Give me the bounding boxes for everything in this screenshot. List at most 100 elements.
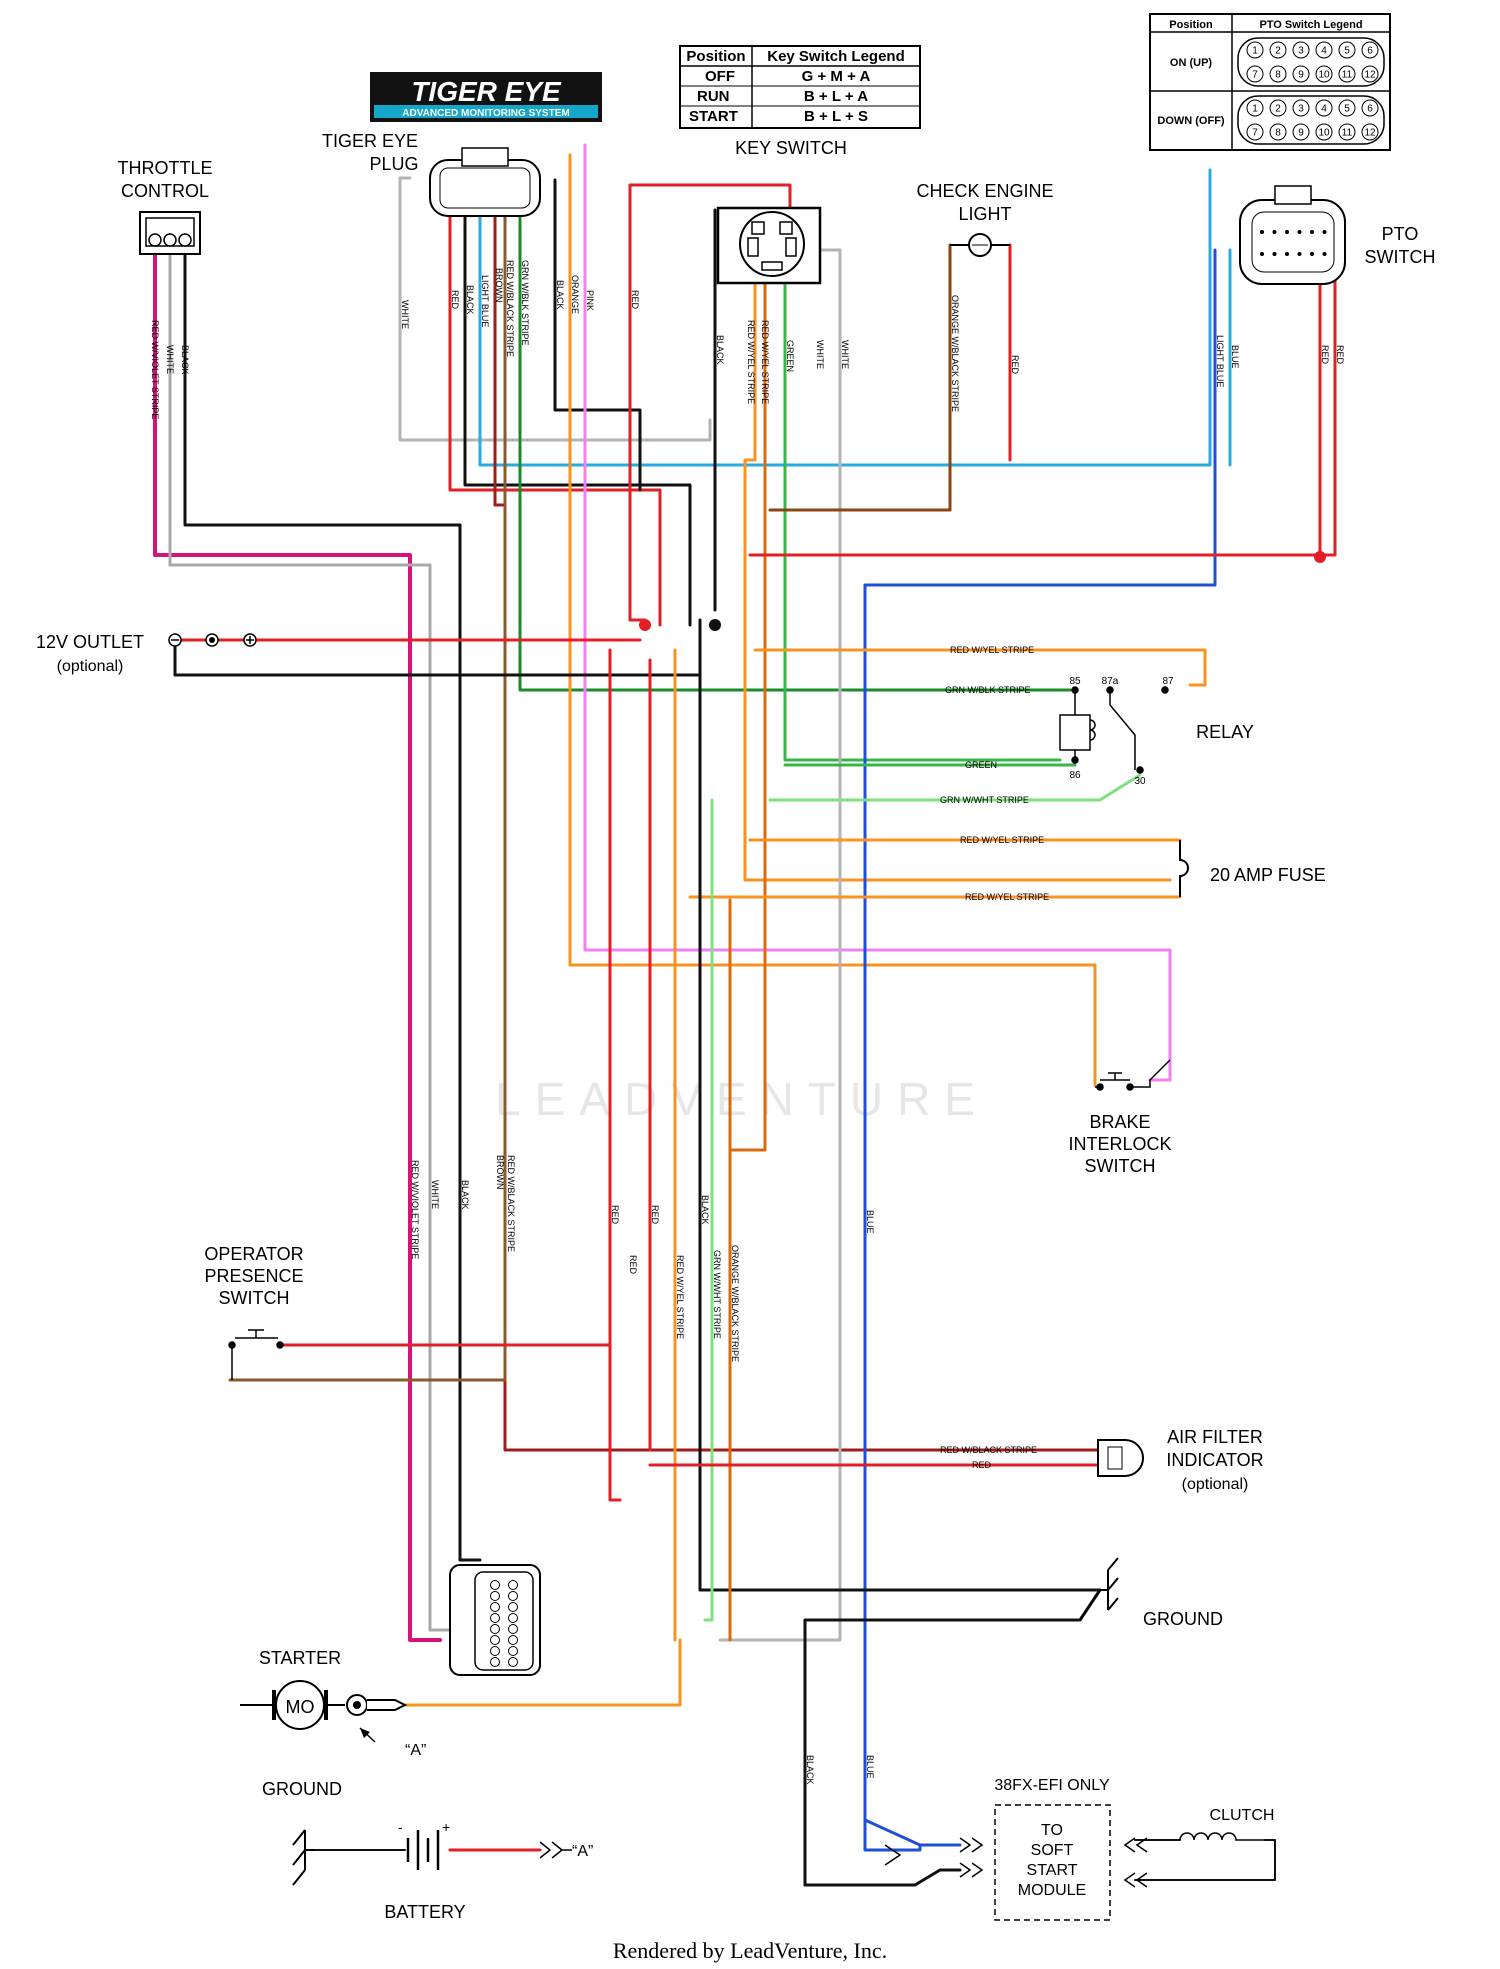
soft-start-label-4: MODULE: [1018, 1882, 1086, 1899]
wire-label-grn-wht-low: GRN W/WHT STRIPE: [712, 1250, 722, 1339]
wire-label-red-light: RED: [1010, 355, 1020, 375]
tiger-plug-label-2: PLUG: [369, 154, 418, 174]
wire-label-white-key2: WHITE: [840, 340, 850, 369]
wire-label-relay-85: GRN W/BLK STRIPE: [945, 685, 1031, 695]
pto-pin-circle: [1315, 41, 1333, 59]
wire-label-black-top: BLACK: [180, 345, 190, 375]
ground-right-label: GROUND: [1143, 1609, 1223, 1629]
wire-label-red-low-b: RED: [628, 1255, 638, 1275]
tiger-eye-plug: [429, 147, 541, 217]
harness-pin: [508, 1580, 518, 1590]
harness-pin: [490, 1602, 500, 1612]
svg-text:+: +: [442, 1819, 450, 1835]
key-legend-val-start: B + L + S: [804, 108, 868, 125]
wire-soft-black: [803, 1868, 962, 1887]
wire-label-relay-86: GREEN: [965, 760, 997, 770]
pto-pin-circle: [1315, 123, 1333, 141]
wire-label-red-blk-plug: RED W/BLACK STRIPE: [505, 260, 515, 357]
key-switch-legend-table: Position Key Switch Legend OFF G + M + A…: [679, 45, 921, 129]
wire-white-throttle: [168, 238, 452, 1632]
pto-pin-circle: [1246, 65, 1264, 83]
pto-pin-label: 10: [1318, 128, 1330, 139]
air-filter-indicator: [1097, 1439, 1144, 1477]
wire-black-trunk: [698, 618, 1102, 1592]
pto-pin-label: 3: [1298, 104, 1304, 115]
pto-pin-label: 12: [1364, 128, 1376, 139]
wire-label-blue-ground: BLUE: [865, 1755, 875, 1779]
wire-ground-black: [803, 1588, 1102, 1887]
soft-start-label-3: START: [1027, 1862, 1078, 1879]
wire-label-white-low: WHITE: [430, 1180, 440, 1209]
pto-red-junction: [1314, 551, 1326, 563]
key-legend-pos-start: START: [689, 108, 738, 125]
harness-pin: [508, 1657, 518, 1667]
pto-switch-terminal: [1260, 230, 1264, 234]
pto-pin-label: 5: [1344, 46, 1350, 57]
soft-start-label-2: SOFT: [1031, 1842, 1074, 1859]
relay: [1059, 686, 1169, 774]
battery-ref: “A”: [572, 1843, 593, 1860]
wire-label-red-violet-low: RED W/VIOLET STRIPE: [410, 1160, 420, 1259]
key-switch: [716, 206, 822, 285]
pto-switch-label-1: PTO: [1382, 224, 1419, 244]
motor-text: MO: [286, 1697, 315, 1717]
wire-label-black-plug: BLACK: [465, 285, 475, 315]
pto-pin-circle: [1269, 41, 1287, 59]
wire-label-pink: PINK: [585, 290, 595, 311]
wire-red-yel-key: [743, 268, 1172, 882]
wire-green-key: [783, 268, 1062, 762]
wire-label-red-yel-key-a: RED W/YEL STRIPE: [746, 320, 756, 404]
wire-grn-wht-trunk: [703, 798, 714, 1622]
pto-pin-circle: [1292, 123, 1310, 141]
wire-soft-blue: [863, 1818, 962, 1847]
clutch-coil-icon: [1179, 1832, 1265, 1841]
pto-pin-circle: [1315, 99, 1333, 117]
wire-label-black-low: BLACK: [460, 1180, 470, 1210]
wire-label-white-plug: WHITE: [400, 300, 410, 329]
wire-label-relay-30: GRN W/WHT STRIPE: [940, 795, 1029, 805]
soft-start-connectors: [884, 1837, 1148, 1888]
pto-pin-label: 5: [1344, 104, 1350, 115]
pto-switch-terminal: [1297, 230, 1302, 234]
wire-orange: [568, 153, 1097, 1087]
tiger-eye-logo: TIGER EYE ADVANCED MONITORING SYSTEM: [370, 72, 602, 122]
starter-ref: “A”: [405, 1742, 426, 1759]
pto-pin-label: 9: [1298, 128, 1304, 139]
pto-pin-circle: [1269, 123, 1287, 141]
wire-blue: [863, 248, 1217, 1852]
wire-label-grn-blk: GRN W/BLK STRIPE: [520, 260, 530, 346]
wire-black-plug: [463, 183, 692, 627]
relay-pin-87: 87: [1162, 676, 1174, 687]
pto-pin-label: 11: [1342, 70, 1353, 81]
pto-pin-circle: [1338, 123, 1356, 141]
wire-clutch: [1134, 1839, 1276, 1881]
wire-label-orange-blk-low: ORANGE W/BLACK STRIPE: [730, 1245, 740, 1362]
wire-label-blue-pto: BLUE: [1230, 345, 1240, 369]
relay-pin-86: 86: [1069, 770, 1081, 781]
wire-label-red-pto-b: RED: [1335, 345, 1345, 365]
wire-grn-blk: [518, 183, 1072, 692]
wire-red-trunk-a: [608, 648, 622, 1502]
pto-pin-label: 1: [1252, 104, 1258, 115]
pto-legend-pos-down: DOWN (OFF): [1157, 115, 1225, 127]
wire-label-red-low-a: RED: [610, 1205, 620, 1225]
throttle-control: [139, 211, 201, 255]
pto-pin-circle: [1315, 65, 1333, 83]
relay-pin-85: 85: [1069, 676, 1081, 687]
air-filter-label-3: (optional): [1182, 1476, 1249, 1493]
pto-legend-header-position: Position: [1169, 19, 1213, 31]
wire-label-red-yel-low: RED W/YEL STRIPE: [675, 1255, 685, 1339]
pto-pin-label: 8: [1275, 128, 1281, 139]
wire-label-black-trunk: BLACK: [700, 1195, 710, 1225]
wire-label-orange: ORANGE: [570, 275, 580, 314]
battery-symbol: - +: [398, 1819, 450, 1870]
wire-relay-30: [768, 773, 1142, 802]
pto-legend-header-legend: PTO Switch Legend: [1259, 19, 1362, 31]
starter-label: STARTER: [259, 1648, 341, 1668]
fuse-label: 20 AMP FUSE: [1210, 865, 1326, 885]
pto-pin-circle: [1269, 99, 1287, 117]
harness-pin: [508, 1591, 518, 1601]
pto-pin-label: 4: [1321, 46, 1327, 57]
wire-label-red-pto-a: RED: [1320, 345, 1330, 365]
harness-pin: [490, 1580, 500, 1590]
